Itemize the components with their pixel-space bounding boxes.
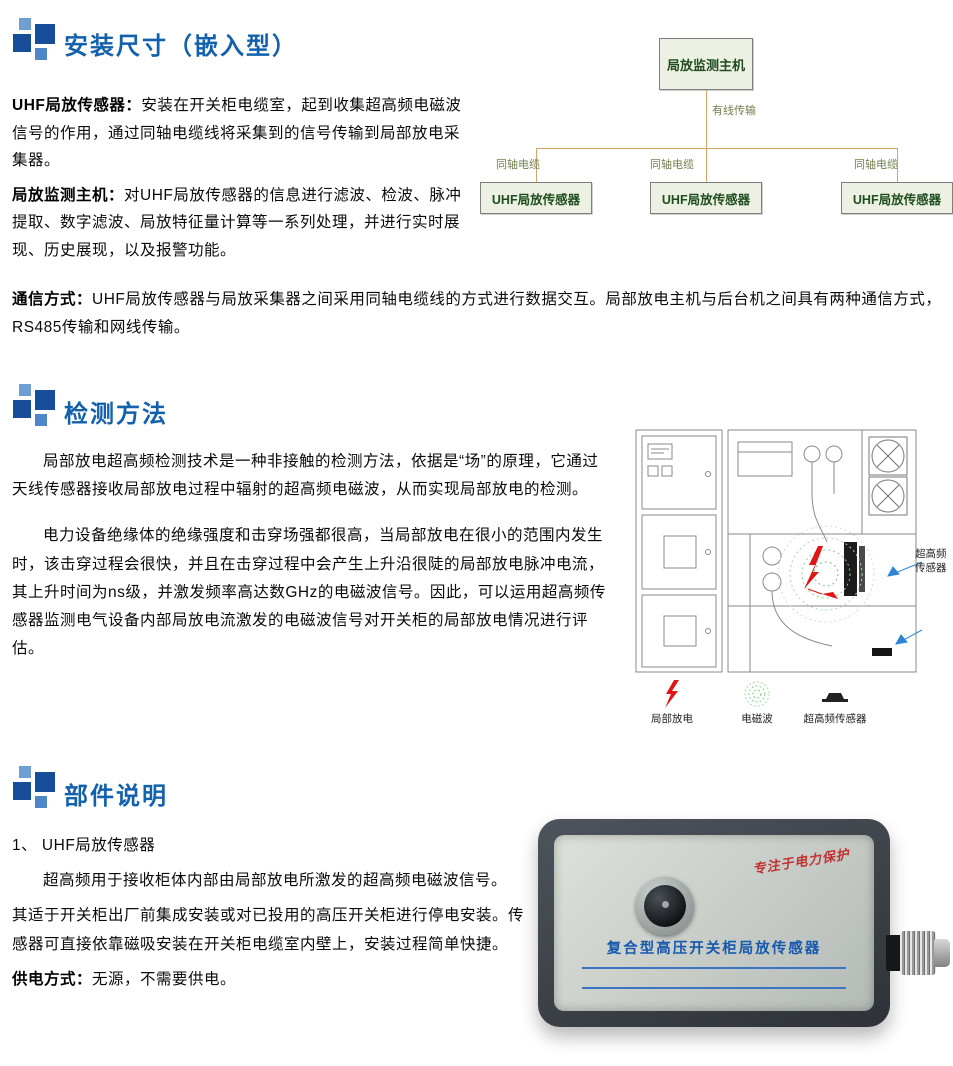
block-square-icon xyxy=(35,414,47,426)
uhf-sensor-mark xyxy=(872,648,892,656)
diagram-label-wired: 有线传输 xyxy=(712,105,756,117)
diagram-label-coax: 同轴电缆 xyxy=(496,159,540,171)
connector-line xyxy=(536,148,537,182)
block-square-icon xyxy=(35,390,55,410)
diagram-sensor-box: UHF局放传感器 xyxy=(480,182,592,214)
product-slogan: 专注于电力保护 xyxy=(751,846,851,877)
product-photo: 专注于电力保护 复合型高压开关柜局放传感器 xyxy=(528,815,953,1040)
block-square-icon xyxy=(35,48,47,60)
paragraph-part-function: 超高频用于接收柜体内部由局部放电所激发的超高频电磁波信号。 xyxy=(43,872,508,890)
discharge-bolt-icon xyxy=(804,546,823,589)
connector-line xyxy=(897,148,898,182)
block-square-icon xyxy=(35,772,55,792)
parts-text-column: 1、 UHF局放传感器 超高频用于接收柜体内部由局部放电所激发的超高频电磁波信号… xyxy=(12,832,524,1001)
paragraph-text: 安装在开关柜电缆室，起到收集超高频电磁波信号的作用，通过同轴电缆线将采集到的信号… xyxy=(12,97,462,170)
decorative-line xyxy=(582,967,846,969)
connector-line xyxy=(706,148,707,182)
product-name: 复合型高压开关柜局放传感器 xyxy=(606,941,822,957)
legend-label: 局部放电 xyxy=(651,713,693,725)
diagram-label-coax: 同轴电缆 xyxy=(650,159,694,171)
paragraph-label: 通信方式： xyxy=(12,291,93,308)
block-square-icon xyxy=(13,34,31,52)
diagram-host-box: 局放监测主机 xyxy=(659,38,753,90)
legend-label: 超高频传感器 xyxy=(803,713,867,725)
section-title-install-dimensions: 安装尺寸（嵌入型） xyxy=(64,33,298,60)
legend-item-partial-discharge: 局部放电 xyxy=(627,680,717,726)
legend-item-uhf-sensor: 超高频传感器 xyxy=(790,680,880,726)
block-square-icon xyxy=(13,782,31,800)
uhf-sensor-device: 专注于电力保护 复合型高压开关柜局放传感器 xyxy=(538,819,890,1027)
block-square-icon xyxy=(35,24,55,44)
section-blocks-icon xyxy=(12,384,58,430)
bnc-connector xyxy=(900,931,936,975)
connector-line xyxy=(706,90,707,148)
connector-collar xyxy=(886,935,902,971)
lightning-icon xyxy=(665,680,679,708)
communication-text: 通信方式：UHF局放传感器与局放采集器之间采用同轴电缆线的方式进行数据交互。局部… xyxy=(12,286,944,348)
insulator-component xyxy=(844,542,857,596)
section-title-detection-method: 检测方法 xyxy=(64,401,168,428)
callout-arrow-icon xyxy=(887,561,923,645)
callout-uhf-sensor: 超高频传感器 xyxy=(915,548,947,574)
paragraph-label: UHF局放传感器： xyxy=(12,97,142,114)
drawing-legend: 局部放电 电磁波 超高频传感器 xyxy=(622,680,953,736)
legend-label: 电磁波 xyxy=(741,713,773,725)
diagram-label-coax: 同轴电缆 xyxy=(854,159,898,171)
section-title-parts: 部件说明 xyxy=(64,783,168,810)
device-face-panel: 专注于电力保护 复合型高压开关柜局放传感器 xyxy=(554,835,874,1011)
part-item-title: 1、 UHF局放传感器 xyxy=(12,837,156,854)
paragraph-label: 供电方式： xyxy=(12,970,93,988)
fan-icon xyxy=(868,436,908,516)
paragraph-text: UHF局放传感器与局放采集器之间采用同轴电缆线的方式进行数据交互。局部放电主机与… xyxy=(12,291,942,336)
red-arrow-icon xyxy=(822,592,838,599)
sensor-window xyxy=(644,885,686,927)
paragraph-text: 对UHF局放传感器的信息进行滤波、检波、脉冲提取、数字滤波、局放特征量计算等一系… xyxy=(12,186,462,259)
decorative-line xyxy=(582,987,846,989)
paragraph-text: 无源，不需要供电。 xyxy=(92,970,237,988)
block-square-icon xyxy=(19,384,31,396)
paragraph-communication: 通信方式：UHF局放传感器与局放采集器之间采用同轴电缆线的方式进行数据交互。局部… xyxy=(12,286,944,341)
diagram-sensor-box: UHF局放传感器 xyxy=(841,182,953,214)
switchgear-drawing xyxy=(635,429,923,673)
sensor-window-highlight xyxy=(662,901,669,908)
em-wave-icon xyxy=(744,681,770,707)
paragraph-detail: 电力设备绝缘体的绝缘强度和击穿场强都很高，当局部放电在很小的范围内发生时，该击穿… xyxy=(12,527,606,658)
connector-tip xyxy=(934,939,950,967)
paragraph-monitor-host: 局放监测主机：对UHF局放传感器的信息进行滤波、检波、脉冲提取、数字滤波、局放特… xyxy=(12,182,472,265)
em-wave-icon xyxy=(777,525,875,623)
sensor-icon xyxy=(822,693,848,702)
topology-diagram: 局放监测主机 有线传输 同轴电缆 同轴电缆 同轴电缆 UHF局放传感器 UHF局… xyxy=(478,28,953,233)
section-blocks-icon xyxy=(12,18,58,64)
paragraph-power: 供电方式：无源，不需要供电。 xyxy=(12,966,524,994)
switchgear-figure: 超高频传感器 局部放电 电磁波 超高频传感器 xyxy=(622,424,953,736)
connector-line xyxy=(536,148,898,149)
block-square-icon xyxy=(19,766,31,778)
block-square-icon xyxy=(19,18,31,30)
paragraph-label: 局放监测主机： xyxy=(12,186,125,204)
sensor-window-ring xyxy=(636,877,694,935)
detection-text-column: 局部放电超高频检测技术是一种非接触的检测方法，依据是“场”的原理，它通过天线传感… xyxy=(12,448,612,670)
legend-item-em-wave: 电磁波 xyxy=(712,680,802,726)
paragraph-part-install: 其适于开关柜出厂前集成安装或对已投用的高压开关柜进行停电安装。传感器可直接依靠磁… xyxy=(12,907,525,953)
diagram-sensor-box: UHF局放传感器 xyxy=(650,182,762,214)
paragraph-principle: 局部放电超高频检测技术是一种非接触的检测方法，依据是“场”的原理，它通过天线传感… xyxy=(12,453,599,499)
paragraph-uhf-sensor: UHF局放传感器：安装在开关柜电缆室，起到收集超高频电磁波信号的作用，通过同轴电… xyxy=(12,92,472,175)
block-square-icon xyxy=(35,796,47,808)
section-blocks-icon xyxy=(12,766,58,812)
install-text-column: UHF局放传感器：安装在开关柜电缆室，起到收集超高频电磁波信号的作用，通过同轴电… xyxy=(12,92,472,271)
block-square-icon xyxy=(13,400,31,418)
